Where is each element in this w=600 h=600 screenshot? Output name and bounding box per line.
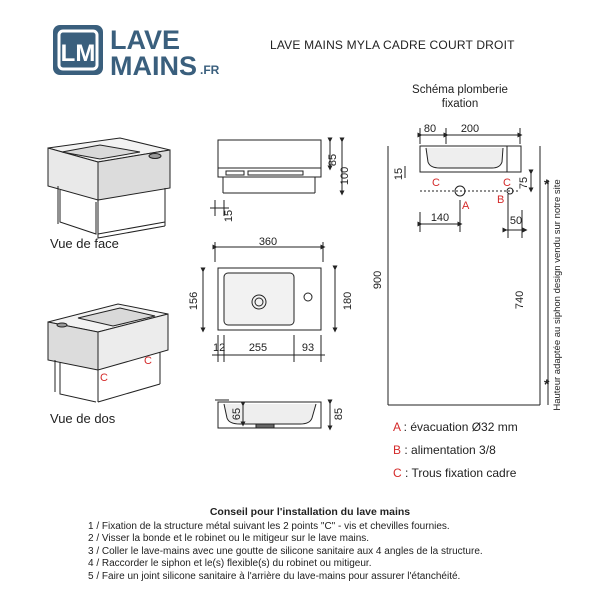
plumbing-legend: A : évacuation Ø32 mm B : alimentation 3…	[393, 416, 518, 485]
back-3d-view	[47, 303, 169, 403]
legend-text-a: : évacuation Ø32 mm	[400, 420, 518, 434]
schema-star-bottom: *	[544, 376, 550, 392]
schema-star-top: *	[544, 176, 550, 192]
dim-depth-156: 156	[188, 292, 200, 310]
logo-line1: LAVE	[110, 25, 180, 55]
advice-step-4: 4 / Raccorder le siphon et le(s) flexibl…	[88, 558, 372, 570]
dim-schema-140: 140	[431, 212, 449, 224]
dim-bottom-255: 255	[249, 342, 267, 354]
dim-bottom-12: 12	[213, 342, 225, 354]
dim-width-360: 360	[259, 236, 277, 248]
dim-front-100: 100	[339, 167, 351, 185]
dim-depth-180: 180	[342, 292, 354, 310]
side-note-text: Hauteur adaptée au siphon design vendu s…	[552, 179, 563, 410]
view-front-label: Vue de face	[50, 236, 119, 251]
advice-step-5: 5 / Faire un joint silicone sanitaire à …	[88, 570, 461, 582]
logo-suffix: .FR	[200, 63, 220, 77]
schema-marker-a: A	[462, 200, 470, 212]
back-marker-c2: C	[144, 355, 152, 367]
dim-schema-80: 80	[424, 123, 436, 135]
dim-front-85: 85	[327, 154, 339, 166]
schema-title-line2: fixation	[441, 98, 479, 110]
legend-key-b: B	[393, 443, 402, 457]
advice-title: Conseil pour l'installation du lave main…	[209, 506, 411, 518]
schema-title: Schéma plomberie fixation	[395, 83, 525, 111]
top-plan-view	[200, 242, 338, 362]
advice-step-2: 2 / Visser la bonde et le robinet ou le …	[88, 533, 370, 545]
legend-row-c: C : Trous fixation cadre	[393, 462, 518, 485]
installation-advice: Conseil pour l'installation du lave main…	[40, 506, 580, 584]
dim-side-85: 85	[333, 408, 345, 420]
schema-marker-c1: C	[432, 177, 440, 189]
side-note: Hauteur adaptée au siphon design vendu s…	[552, 179, 563, 410]
lavemains-logo[interactable]: LM LAVE MAINS .FR	[52, 24, 242, 81]
legend-row-a: A : évacuation Ø32 mm	[393, 416, 518, 439]
view-back-label: Vue de dos	[50, 411, 116, 426]
legend-text-c: : Trous fixation cadre	[401, 466, 517, 480]
front-elevation	[210, 137, 345, 216]
legend-text-b: : alimentation 3/8	[401, 443, 496, 457]
advice-step-3: 3 / Coller le lave-mains avec une goutte…	[88, 545, 483, 557]
dim-schema-15: 15	[393, 168, 405, 180]
dim-front-15: 15	[223, 210, 235, 222]
plumbing-schema	[387, 128, 549, 406]
dim-schema-200: 200	[461, 123, 479, 135]
advice-step-1: 1 / Fixation de la structure métal suiva…	[88, 520, 450, 532]
legend-key-c: C	[393, 466, 402, 480]
logo-mark: LM	[61, 40, 96, 67]
lavemains-logo-graphic: LM LAVE MAINS .FR	[53, 25, 220, 81]
dim-schema-740: 740	[514, 291, 526, 309]
legend-row-b: B : alimentation 3/8	[393, 439, 518, 462]
dim-bottom-93: 93	[302, 342, 314, 354]
dim-side-65: 65	[231, 408, 243, 420]
dim-schema-900: 900	[372, 271, 384, 289]
side-section	[215, 399, 333, 431]
legend-key-a: A	[393, 420, 401, 434]
schema-marker-b: B	[497, 194, 504, 206]
back-marker-c1: C	[100, 372, 108, 384]
logo-line2: MAINS	[110, 51, 197, 80]
front-3d-view	[47, 137, 171, 239]
schema-title-line1: Schéma plomberie	[412, 84, 508, 96]
dim-schema-50: 50	[510, 215, 522, 227]
schema-marker-c2: C	[503, 177, 511, 189]
dim-schema-75: 75	[518, 177, 530, 189]
product-title: LAVE MAINS MYLA CADRE COURT DROIT	[270, 38, 515, 52]
